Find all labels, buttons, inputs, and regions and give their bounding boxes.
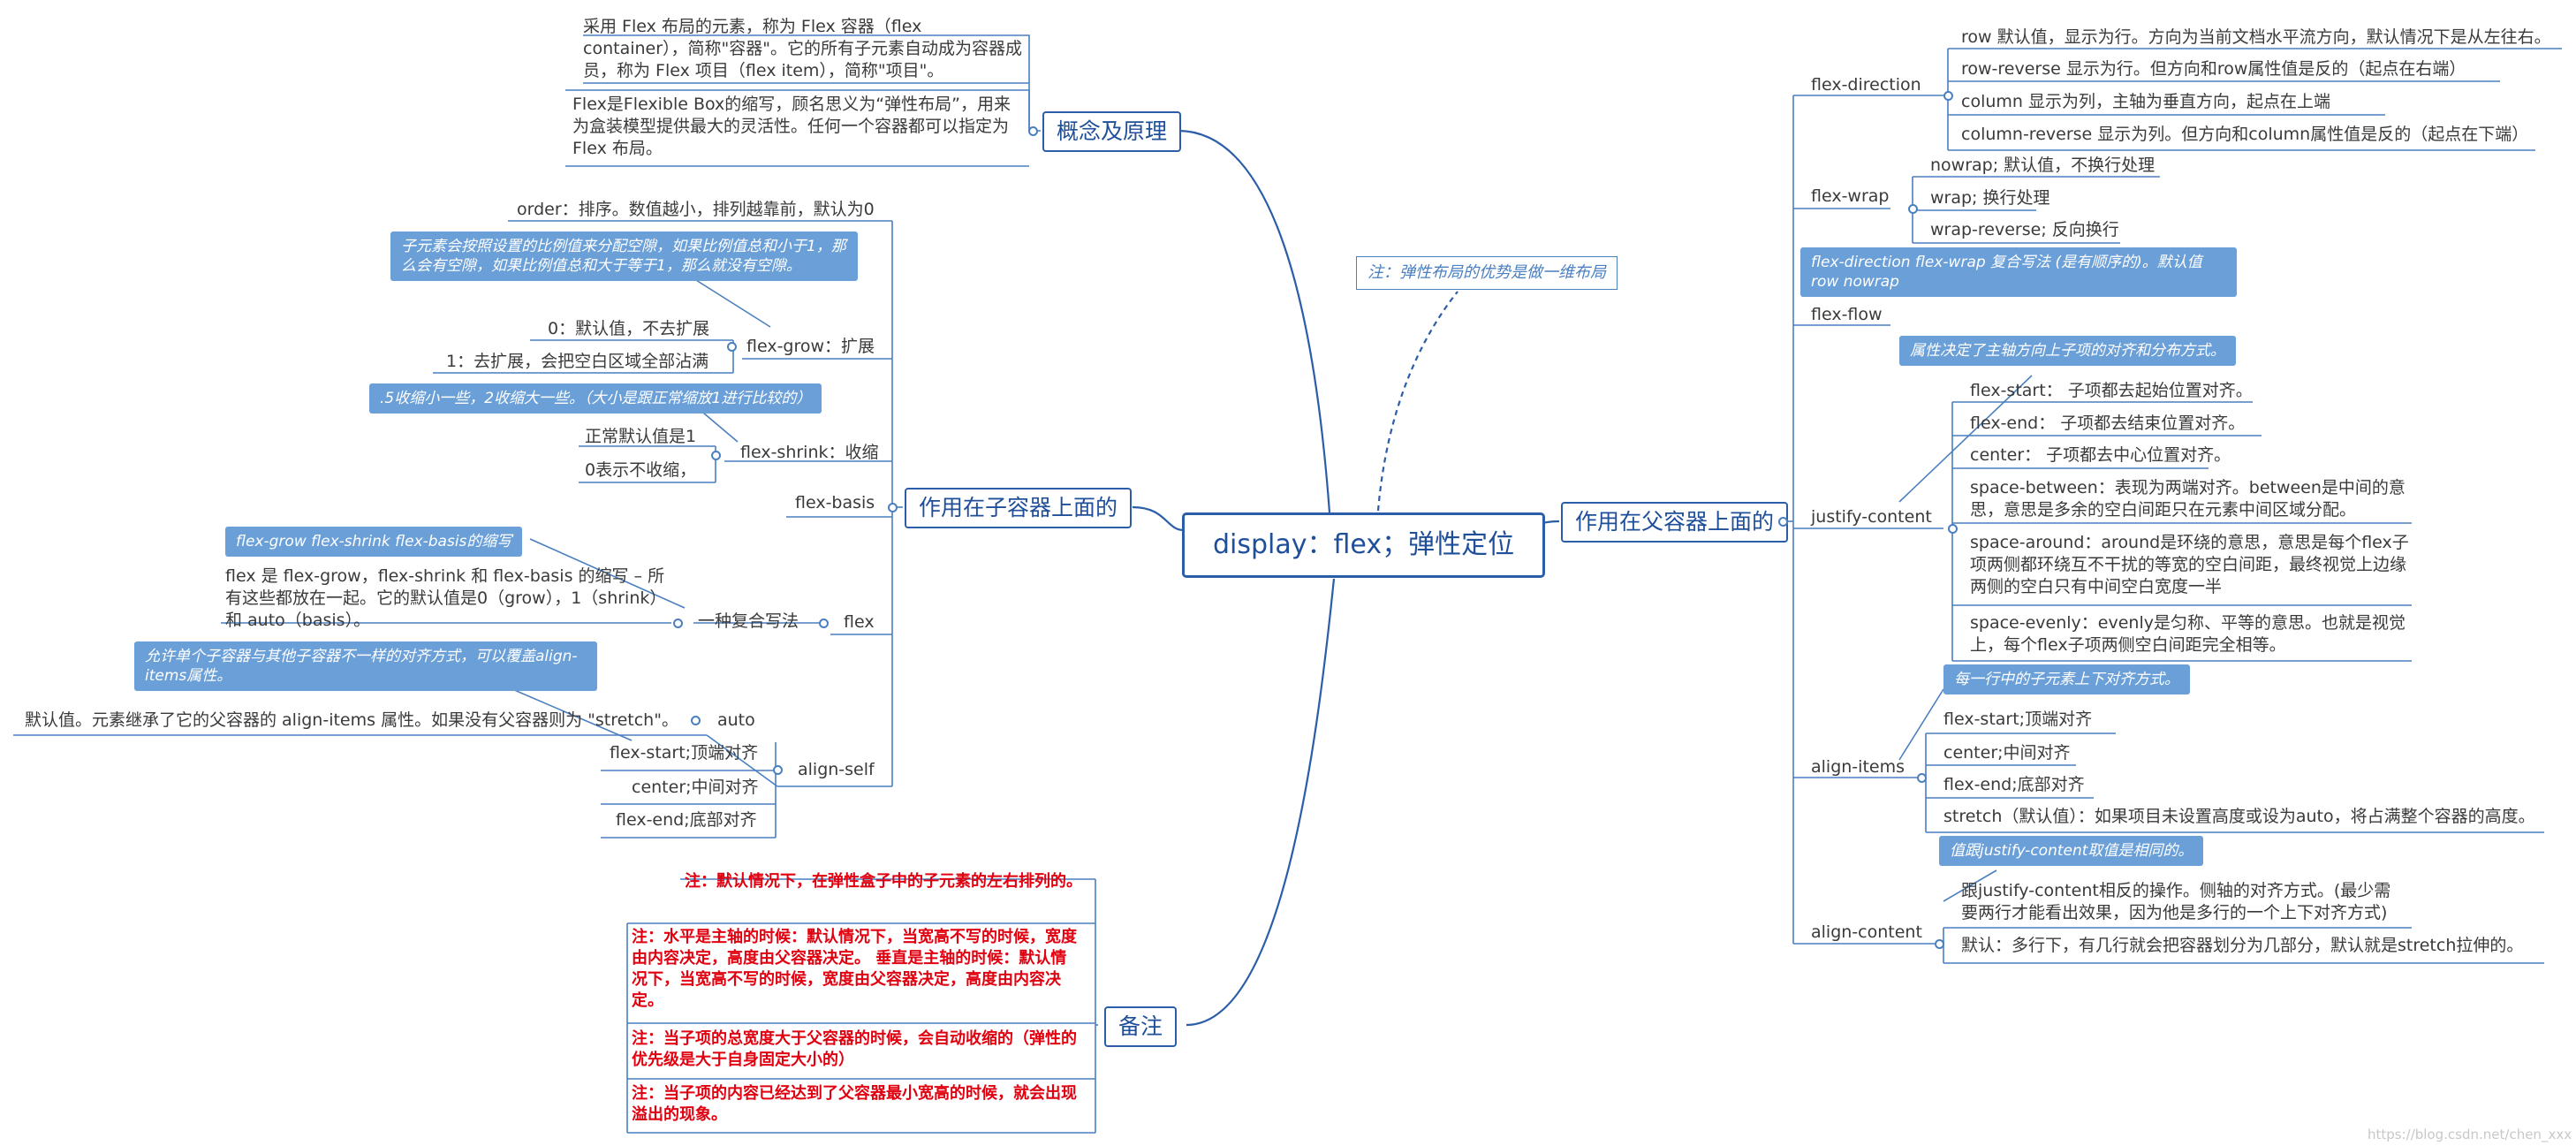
- parent-ac-desc[interactable]: 跟justify-content相反的操作。侧轴的对齐方式。(最少需要两行才能看…: [1961, 881, 2391, 922]
- child-grow-1[interactable]: 1：去扩展，会把空白区域全部沾满: [446, 352, 709, 371]
- parent-flex-direction[interactable]: flex-direction: [1811, 75, 1921, 95]
- parent-jc-center[interactable]: center： 子项都去中心位置对齐。: [1970, 445, 2231, 465]
- child-flex-desc[interactable]: flex 是 flex-grow，flex-shrink 和 flex-basi…: [225, 566, 667, 630]
- parent-jc-note[interactable]: 属性决定了主轴方向上子项的对齐和分布方式。: [1899, 336, 2236, 366]
- child-flex-note[interactable]: flex-grow flex-shrink flex-basis的缩写: [225, 527, 523, 557]
- topic-remark[interactable]: 备注: [1104, 1006, 1178, 1047]
- central-topic[interactable]: display：flex；弹性定位: [1182, 512, 1546, 578]
- parent-fd-row[interactable]: row 默认值，显示为行。方向为当前文档水平流方向，默认情况下是从左往右。: [1961, 27, 2551, 47]
- link-center-note: [1376, 291, 1458, 512]
- dot-fd: [1943, 91, 1953, 101]
- dot-flex-combo: [673, 619, 683, 628]
- dot-ai: [1917, 773, 1927, 783]
- parent-ai-stretch[interactable]: stretch（默认值）：如果项目未设置高度或设为auto，将占满整个容器的高度…: [1943, 807, 2535, 826]
- parent-flex-wrap[interactable]: flex-wrap: [1811, 186, 1890, 206]
- link-center-child: [1132, 505, 1185, 532]
- dot-grow: [727, 342, 737, 352]
- dot-fw: [1908, 204, 1918, 214]
- child-grow-note[interactable]: 子元素会按照设置的比例值来分配空隙，如果比例值总和小于1，那么会有空隙，如果比例…: [390, 231, 858, 281]
- remark-3[interactable]: 注：当子项的总宽度大于父容器的时候，会自动收缩的（弹性的优先级是大于自身固定大小…: [632, 1029, 1077, 1069]
- child-as-start[interactable]: flex-start;顶端对齐: [610, 743, 759, 763]
- child-shrink-note[interactable]: .5收缩小一些，2收缩大一些。（大小是跟正常缩放1进行比较的）: [369, 383, 822, 414]
- concept-flexible-box-text[interactable]: Flex是Flexible Box的缩写，顾名思义为“弹性布局”，用来为盒装模型…: [572, 95, 1011, 158]
- concept-flex-container-text[interactable]: 采用 Flex 布局的元素，称为 Flex 容器（flex container）…: [583, 17, 1023, 80]
- link-center-remark: [1186, 578, 1336, 1027]
- topic-child-container[interactable]: 作用在子容器上面的: [905, 488, 1133, 528]
- dot-jc: [1948, 524, 1958, 534]
- parent-jc-between[interactable]: space-between：表现为两端对齐。between是中间的意思，意思是多…: [1970, 478, 2406, 520]
- parent-ai-end[interactable]: flex-end;底部对齐: [1943, 775, 2085, 794]
- parent-jc-evenly[interactable]: space-evenly：evenly是匀称、平等的意思。也就是视觉上，每个fl…: [1970, 613, 2406, 655]
- parent-fw-nowrap[interactable]: nowrap; 默认值，不换行处理: [1930, 156, 2156, 175]
- topic-parent-container[interactable]: 作用在父容器上面的: [1561, 502, 1789, 543]
- parent-fd-row-reverse[interactable]: row-reverse 显示为行。但方向和row属性值是反的（起点在右端）: [1961, 59, 2466, 79]
- topic-concept[interactable]: 概念及原理: [1042, 111, 1182, 152]
- dot-ac: [1935, 939, 1944, 949]
- child-as-center[interactable]: center;中间对齐: [632, 778, 759, 797]
- parent-fd-column[interactable]: column 显示为列，主轴为垂直方向，起点在上端: [1961, 92, 2330, 111]
- child-shrink-1[interactable]: 正常默认值是1: [585, 427, 697, 446]
- dot-flex: [819, 619, 829, 628]
- center-note[interactable]: 注：弹性布局的优势是做一维布局: [1356, 256, 1618, 290]
- link-center-concept: [1178, 129, 1331, 513]
- parent-flex-flow[interactable]: flex-flow: [1811, 305, 1883, 324]
- child-grow-0[interactable]: 0：默认值，不去扩展: [548, 319, 710, 338]
- parent-jc-around[interactable]: space-around：around是环绕的意思，意思是每个flex子项两侧都…: [1970, 533, 2409, 596]
- child-order[interactable]: order：排序。数值越小，排列越靠前，默认为0: [517, 200, 875, 219]
- dot-concept: [1028, 126, 1038, 136]
- parent-jc-end[interactable]: flex-end： 子项都去结束位置对齐。: [1970, 414, 2246, 433]
- dot-shrink: [711, 451, 721, 460]
- child-flex[interactable]: flex: [844, 612, 875, 632]
- child-flex-basis[interactable]: flex-basis: [795, 493, 875, 512]
- parent-flex-flow-note[interactable]: flex-direction flex-wrap 复合写法 (是有顺序的)。默认…: [1800, 247, 2237, 297]
- child-flex-combo[interactable]: 一种复合写法: [698, 611, 799, 631]
- parent-ac-note[interactable]: 值跟justify-content取值是相同的。: [1939, 836, 2204, 866]
- dot-child: [888, 503, 898, 512]
- parent-ai-start[interactable]: flex-start;顶端对齐: [1943, 710, 2093, 729]
- child-flex-grow[interactable]: flex-grow：扩展: [746, 337, 875, 356]
- remark-1[interactable]: 注：默认情况下，在弹性盒子中的子元素的左右排列的。: [685, 872, 1082, 891]
- watermark: https://blog.csdn.net/chen_xxx: [2368, 1127, 2572, 1142]
- parent-ai-center[interactable]: center;中间对齐: [1943, 743, 2071, 763]
- parent-fw-reverse[interactable]: wrap-reverse; 反向换行: [1930, 220, 2119, 239]
- parent-ai-note[interactable]: 每一行中的子元素上下对齐方式。: [1943, 664, 2190, 694]
- parent-align-items[interactable]: align-items: [1811, 757, 1905, 777]
- child-flex-shrink[interactable]: flex-shrink：收缩: [740, 443, 879, 462]
- parent-jc-start[interactable]: flex-start： 子项都去起始位置对齐。: [1970, 381, 2253, 400]
- child-align-self[interactable]: align-self: [798, 760, 875, 779]
- child-auto[interactable]: auto: [717, 710, 755, 730]
- child-align-self-note[interactable]: 允许单个子容器与其他子容器不一样的对齐方式，可以覆盖align-items属性。: [134, 641, 597, 691]
- parent-fd-column-reverse[interactable]: column-reverse 显示为列。但方向和column属性值是反的（起点在…: [1961, 125, 2529, 144]
- child-auto-desc[interactable]: 默认值。元素继承了它的父容器的 align-items 属性。如果没有父容器则为…: [25, 710, 678, 730]
- parent-justify-content[interactable]: justify-content: [1811, 507, 1932, 527]
- dot-parent: [1778, 517, 1788, 527]
- dot-auto: [691, 716, 701, 725]
- child-as-end[interactable]: flex-end;底部对齐: [616, 810, 757, 830]
- remark-2[interactable]: 注：水平是主轴的时候：默认情况下，当宽高不写的时候，宽度由内容决定，高度由父容器…: [632, 928, 1077, 1010]
- remark-4[interactable]: 注：当子项的内容已经达到了父容器最小宽高的时候，就会出现溢出的现象。: [632, 1084, 1077, 1124]
- parent-ac-default[interactable]: 默认：多行下，有几行就会把容器划分为几部分，默认就是stretch拉伸的。: [1961, 936, 2524, 955]
- dot-align-self: [773, 765, 783, 775]
- parent-fw-wrap[interactable]: wrap; 换行处理: [1930, 188, 2050, 208]
- child-shrink-0[interactable]: 0表示不收缩，: [585, 460, 697, 480]
- parent-align-content[interactable]: align-content: [1811, 922, 1922, 942]
